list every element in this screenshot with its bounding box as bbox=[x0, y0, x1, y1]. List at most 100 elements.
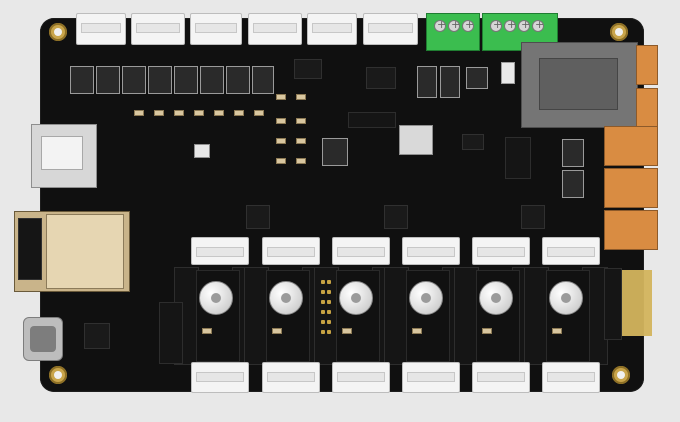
capacitor-12 bbox=[276, 138, 286, 144]
right-connector-1 bbox=[636, 45, 658, 85]
capacitor-8 bbox=[276, 94, 286, 100]
driver-top-connector-2 bbox=[262, 237, 320, 265]
optocoupler-1 bbox=[70, 66, 94, 94]
capacitor-19 bbox=[412, 328, 422, 334]
driver-knob-5-icon bbox=[479, 281, 513, 315]
screw-5-icon bbox=[504, 18, 516, 32]
screw-3-icon bbox=[462, 18, 474, 32]
capacitor-3 bbox=[174, 110, 184, 116]
wifi-shield bbox=[46, 214, 124, 289]
driver-top-connector-4 bbox=[402, 237, 460, 265]
mounting-hole-top-right bbox=[610, 23, 628, 41]
right-connector-5 bbox=[604, 210, 658, 250]
driver-knob-1-icon bbox=[199, 281, 233, 315]
driver-ic-3 bbox=[521, 205, 545, 229]
capacitor-18 bbox=[342, 328, 352, 334]
ethernet-port-inner bbox=[539, 58, 618, 110]
optocoupler-2 bbox=[96, 66, 120, 94]
optocoupler-7 bbox=[226, 66, 250, 94]
capacitor-11 bbox=[296, 118, 306, 124]
capacitor-7 bbox=[254, 110, 264, 116]
pin bbox=[321, 330, 325, 334]
middle-ic-right bbox=[462, 134, 484, 150]
mounting-hole-bottom-right bbox=[612, 366, 630, 384]
capacitor-16 bbox=[202, 328, 212, 334]
regulator-1 bbox=[417, 66, 437, 98]
driver-knob-3-icon bbox=[339, 281, 373, 315]
top-connector-1 bbox=[76, 13, 126, 45]
driver-bay-left-3 bbox=[314, 267, 339, 365]
wifi-antenna-area bbox=[18, 218, 42, 280]
driver-ic-1 bbox=[246, 205, 270, 229]
driver-bay-left-5 bbox=[454, 267, 479, 365]
screw-6-icon bbox=[518, 18, 530, 32]
top-connector-2 bbox=[131, 13, 185, 45]
capacitor-13 bbox=[296, 138, 306, 144]
capacitor-10 bbox=[276, 118, 286, 124]
pin bbox=[327, 290, 331, 294]
capacitor-14 bbox=[276, 158, 286, 164]
capacitor-1 bbox=[134, 110, 144, 116]
driver-top-connector-6 bbox=[542, 237, 600, 265]
right-connector-3 bbox=[604, 126, 658, 166]
capacitor-9 bbox=[296, 94, 306, 100]
capacitor-4 bbox=[194, 110, 204, 116]
optocoupler-5 bbox=[174, 66, 198, 94]
small-header-center bbox=[348, 112, 396, 128]
driver-knob-4-icon bbox=[409, 281, 443, 315]
mounting-hole-top-left bbox=[49, 23, 67, 41]
driver-bay-left-6 bbox=[524, 267, 549, 365]
microsd-card bbox=[41, 136, 83, 170]
pin bbox=[327, 280, 331, 284]
top-connector-4 bbox=[248, 13, 302, 45]
optocoupler-3 bbox=[122, 66, 146, 94]
pin bbox=[327, 300, 331, 304]
pin bbox=[321, 310, 325, 314]
pin bbox=[321, 320, 325, 324]
mounting-hole-bottom-left bbox=[49, 366, 67, 384]
left-expansion-header bbox=[159, 302, 183, 364]
capacitor-15 bbox=[296, 158, 306, 164]
pin bbox=[327, 330, 331, 334]
capacitor-21 bbox=[552, 328, 562, 334]
driver-top-connector-5 bbox=[472, 237, 530, 265]
usb-c-opening bbox=[30, 326, 56, 352]
top-connector-3 bbox=[190, 13, 242, 45]
driver-knob-6-icon bbox=[549, 281, 583, 315]
screw-1-icon bbox=[434, 18, 446, 32]
capacitor-2 bbox=[154, 110, 164, 116]
screw-4-icon bbox=[490, 18, 502, 32]
optocoupler-8 bbox=[252, 66, 274, 94]
pin bbox=[321, 280, 325, 284]
mosfet-right-1 bbox=[562, 139, 584, 167]
pin bbox=[327, 320, 331, 324]
mosfet-center bbox=[322, 138, 348, 166]
driver-bottom-connector-5 bbox=[472, 362, 530, 393]
inductor bbox=[399, 125, 433, 155]
driver-bottom-connector-4 bbox=[402, 362, 460, 393]
top-connector-5 bbox=[307, 13, 357, 45]
ic-chip-top bbox=[294, 59, 322, 79]
driver-bottom-connector-2 bbox=[262, 362, 320, 393]
top-connector-6 bbox=[363, 13, 418, 45]
right-gold-pins bbox=[622, 270, 656, 336]
optocoupler-4 bbox=[148, 66, 172, 94]
usb-ic bbox=[84, 323, 110, 349]
driver-bottom-connector-6 bbox=[542, 362, 600, 393]
driver-top-connector-3 bbox=[332, 237, 390, 265]
capacitor-5 bbox=[214, 110, 224, 116]
pin bbox=[321, 300, 325, 304]
driver-knob-2-icon bbox=[269, 281, 303, 315]
capacitor-17 bbox=[272, 328, 282, 334]
regulator-2 bbox=[440, 66, 460, 98]
driver-bottom-connector-1 bbox=[191, 362, 249, 393]
pin bbox=[321, 290, 325, 294]
mosfet-right-2 bbox=[562, 170, 584, 198]
right-connector-4 bbox=[604, 168, 658, 208]
driver-top-connector-1 bbox=[191, 237, 249, 265]
small-white-part bbox=[501, 62, 515, 84]
small-ic-right bbox=[466, 67, 488, 89]
ic-chip-top-right bbox=[366, 67, 396, 89]
pin bbox=[327, 310, 331, 314]
